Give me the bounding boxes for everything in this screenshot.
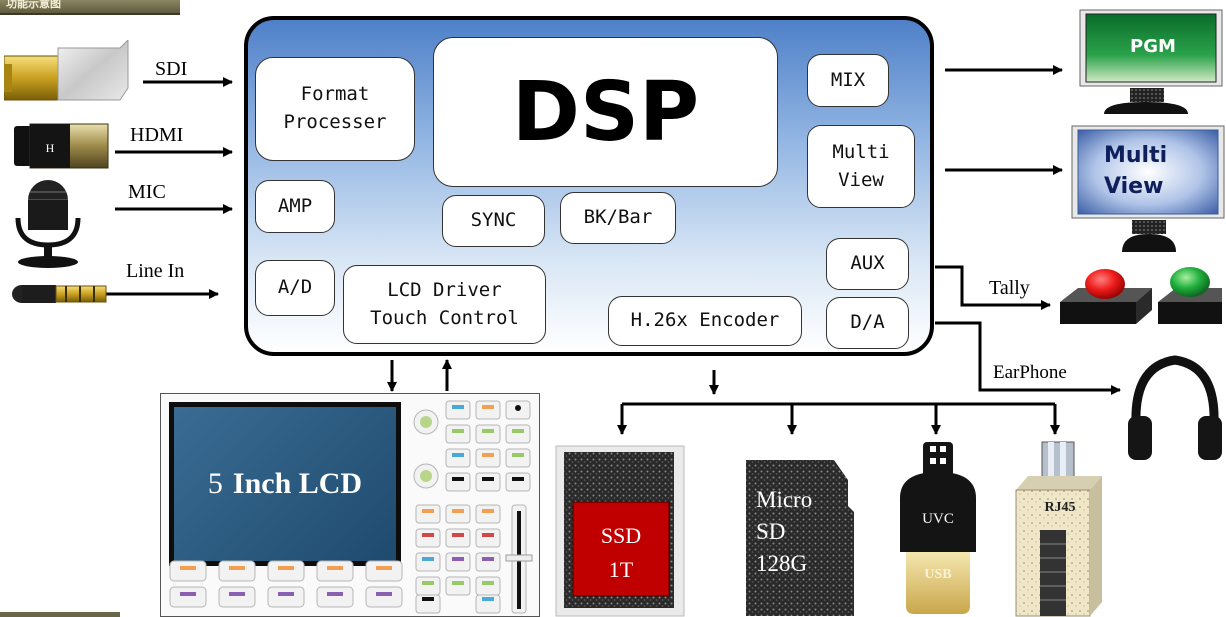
hdmi-connector-icon: H xyxy=(14,123,109,169)
sdi-connector-icon xyxy=(4,40,129,101)
pgm-monitor-icon xyxy=(1079,9,1223,114)
pgm-label: PGM xyxy=(1130,35,1176,57)
lower-button-grid xyxy=(169,560,403,608)
ssd-label: SSD 1T xyxy=(600,523,642,582)
tally-green-icon xyxy=(1158,267,1222,324)
microsd-icon xyxy=(746,460,854,616)
multiview-box: Multi View xyxy=(807,125,915,208)
multiview-monitor-icon xyxy=(1071,125,1225,252)
rj45-icon xyxy=(1015,441,1102,617)
lcd-size-text: Inch LCD xyxy=(232,467,363,500)
diagram-tag: 功能示意图 xyxy=(0,0,180,15)
line-in-label: Line In xyxy=(126,260,185,282)
storage-devices xyxy=(555,441,1102,617)
aux-box: AUX xyxy=(826,238,909,290)
earphone-label: EarPhone xyxy=(993,362,1067,383)
amp-box: AMP xyxy=(255,180,335,233)
multiview-monitor-label: Multi View xyxy=(1078,140,1226,214)
diagram-tag-bottom xyxy=(0,612,120,617)
tally-red-icon xyxy=(1060,269,1152,324)
hdmi-plug-letter: H xyxy=(46,141,55,155)
tally-label: Tally xyxy=(989,277,1030,299)
lower-button-leds xyxy=(180,566,392,596)
right-button-grid xyxy=(413,400,533,614)
lcd-driver-box: LCD Driver Touch Control xyxy=(343,265,546,344)
multiview-monitor-label-text: Multi View xyxy=(1104,143,1168,199)
mic-label: MIC xyxy=(128,181,166,203)
input-devices: H xyxy=(4,40,129,303)
ad-box: A/D xyxy=(255,260,335,316)
tally-lights xyxy=(1060,267,1222,324)
bk-bar-box: BK/Bar xyxy=(560,192,676,244)
output-monitors xyxy=(1071,9,1225,252)
hdmi-label: HDMI xyxy=(130,124,184,146)
encoder-box: H.26x Encoder xyxy=(608,296,802,346)
earphone-line xyxy=(935,321,1121,395)
sync-box: SYNC xyxy=(442,195,545,247)
sdi-label: SDI xyxy=(155,58,188,80)
microsd-label: Micro SD 128G xyxy=(756,487,813,576)
rj45-label: RJ45 xyxy=(1044,500,1076,515)
uvc-label: UVC xyxy=(922,511,954,527)
mix-box: MIX xyxy=(807,54,889,107)
usb-label: USB xyxy=(924,567,952,582)
lcd-size-number: 5 xyxy=(207,467,223,500)
line-in-jack-icon xyxy=(12,285,107,303)
tally-line xyxy=(935,265,1051,310)
format-processer-box: Format Processer xyxy=(255,57,415,161)
headphones-icon xyxy=(1128,355,1222,460)
da-box: D/A xyxy=(826,297,909,349)
ssd-icon xyxy=(555,445,685,617)
control-panel-buttons xyxy=(169,400,533,614)
microphone-icon xyxy=(15,180,81,268)
dsp-title: DSP xyxy=(433,37,778,187)
uvc-usb-icon xyxy=(900,442,976,614)
